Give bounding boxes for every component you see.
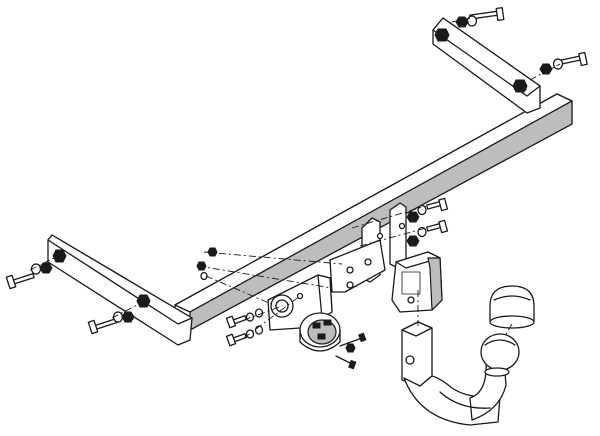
- nut-icon: [208, 248, 217, 256]
- bolt-icon: [6, 274, 34, 289]
- nut-icon: [197, 262, 206, 270]
- nut-icon: [137, 295, 150, 307]
- center-mounting-plates: [330, 203, 406, 292]
- bolt-icon: [560, 53, 587, 66]
- left-side-bracket: [48, 235, 192, 345]
- washer-icon: [468, 16, 477, 26]
- nut-icon: [407, 212, 419, 222]
- electrical-socket: [300, 313, 340, 351]
- nut-icon: [122, 312, 134, 322]
- nut-icon: [53, 250, 66, 262]
- nut-icon: [456, 17, 468, 27]
- assembly-lines: [30, 18, 560, 338]
- ball-cap: [490, 286, 534, 328]
- bolt-icon: [427, 220, 448, 232]
- washer-icon: [418, 206, 426, 215]
- crossbeam: [175, 94, 572, 330]
- nut-icon: [513, 80, 527, 92]
- tow-ball-neck: [402, 322, 519, 425]
- washer-icon: [247, 313, 254, 321]
- washer-icon: [247, 330, 254, 338]
- bolt-icon: [226, 334, 246, 346]
- right-side-bracket: [433, 18, 540, 113]
- screw-icon: [336, 356, 356, 369]
- nut-icon: [407, 236, 419, 246]
- bolt-icon: [88, 319, 117, 334]
- nut-icon: [435, 29, 449, 41]
- bolt-icon: [427, 198, 448, 210]
- receiver-housing: [392, 252, 442, 312]
- bolt-icon: [226, 316, 246, 328]
- screw-icon: [340, 333, 366, 346]
- nut-icon: [346, 344, 355, 352]
- nut-icon: [40, 263, 52, 273]
- washer-icon: [256, 309, 263, 317]
- fasteners: [6, 8, 587, 369]
- nut-icon: [540, 64, 552, 74]
- washer-icon: [554, 59, 563, 69]
